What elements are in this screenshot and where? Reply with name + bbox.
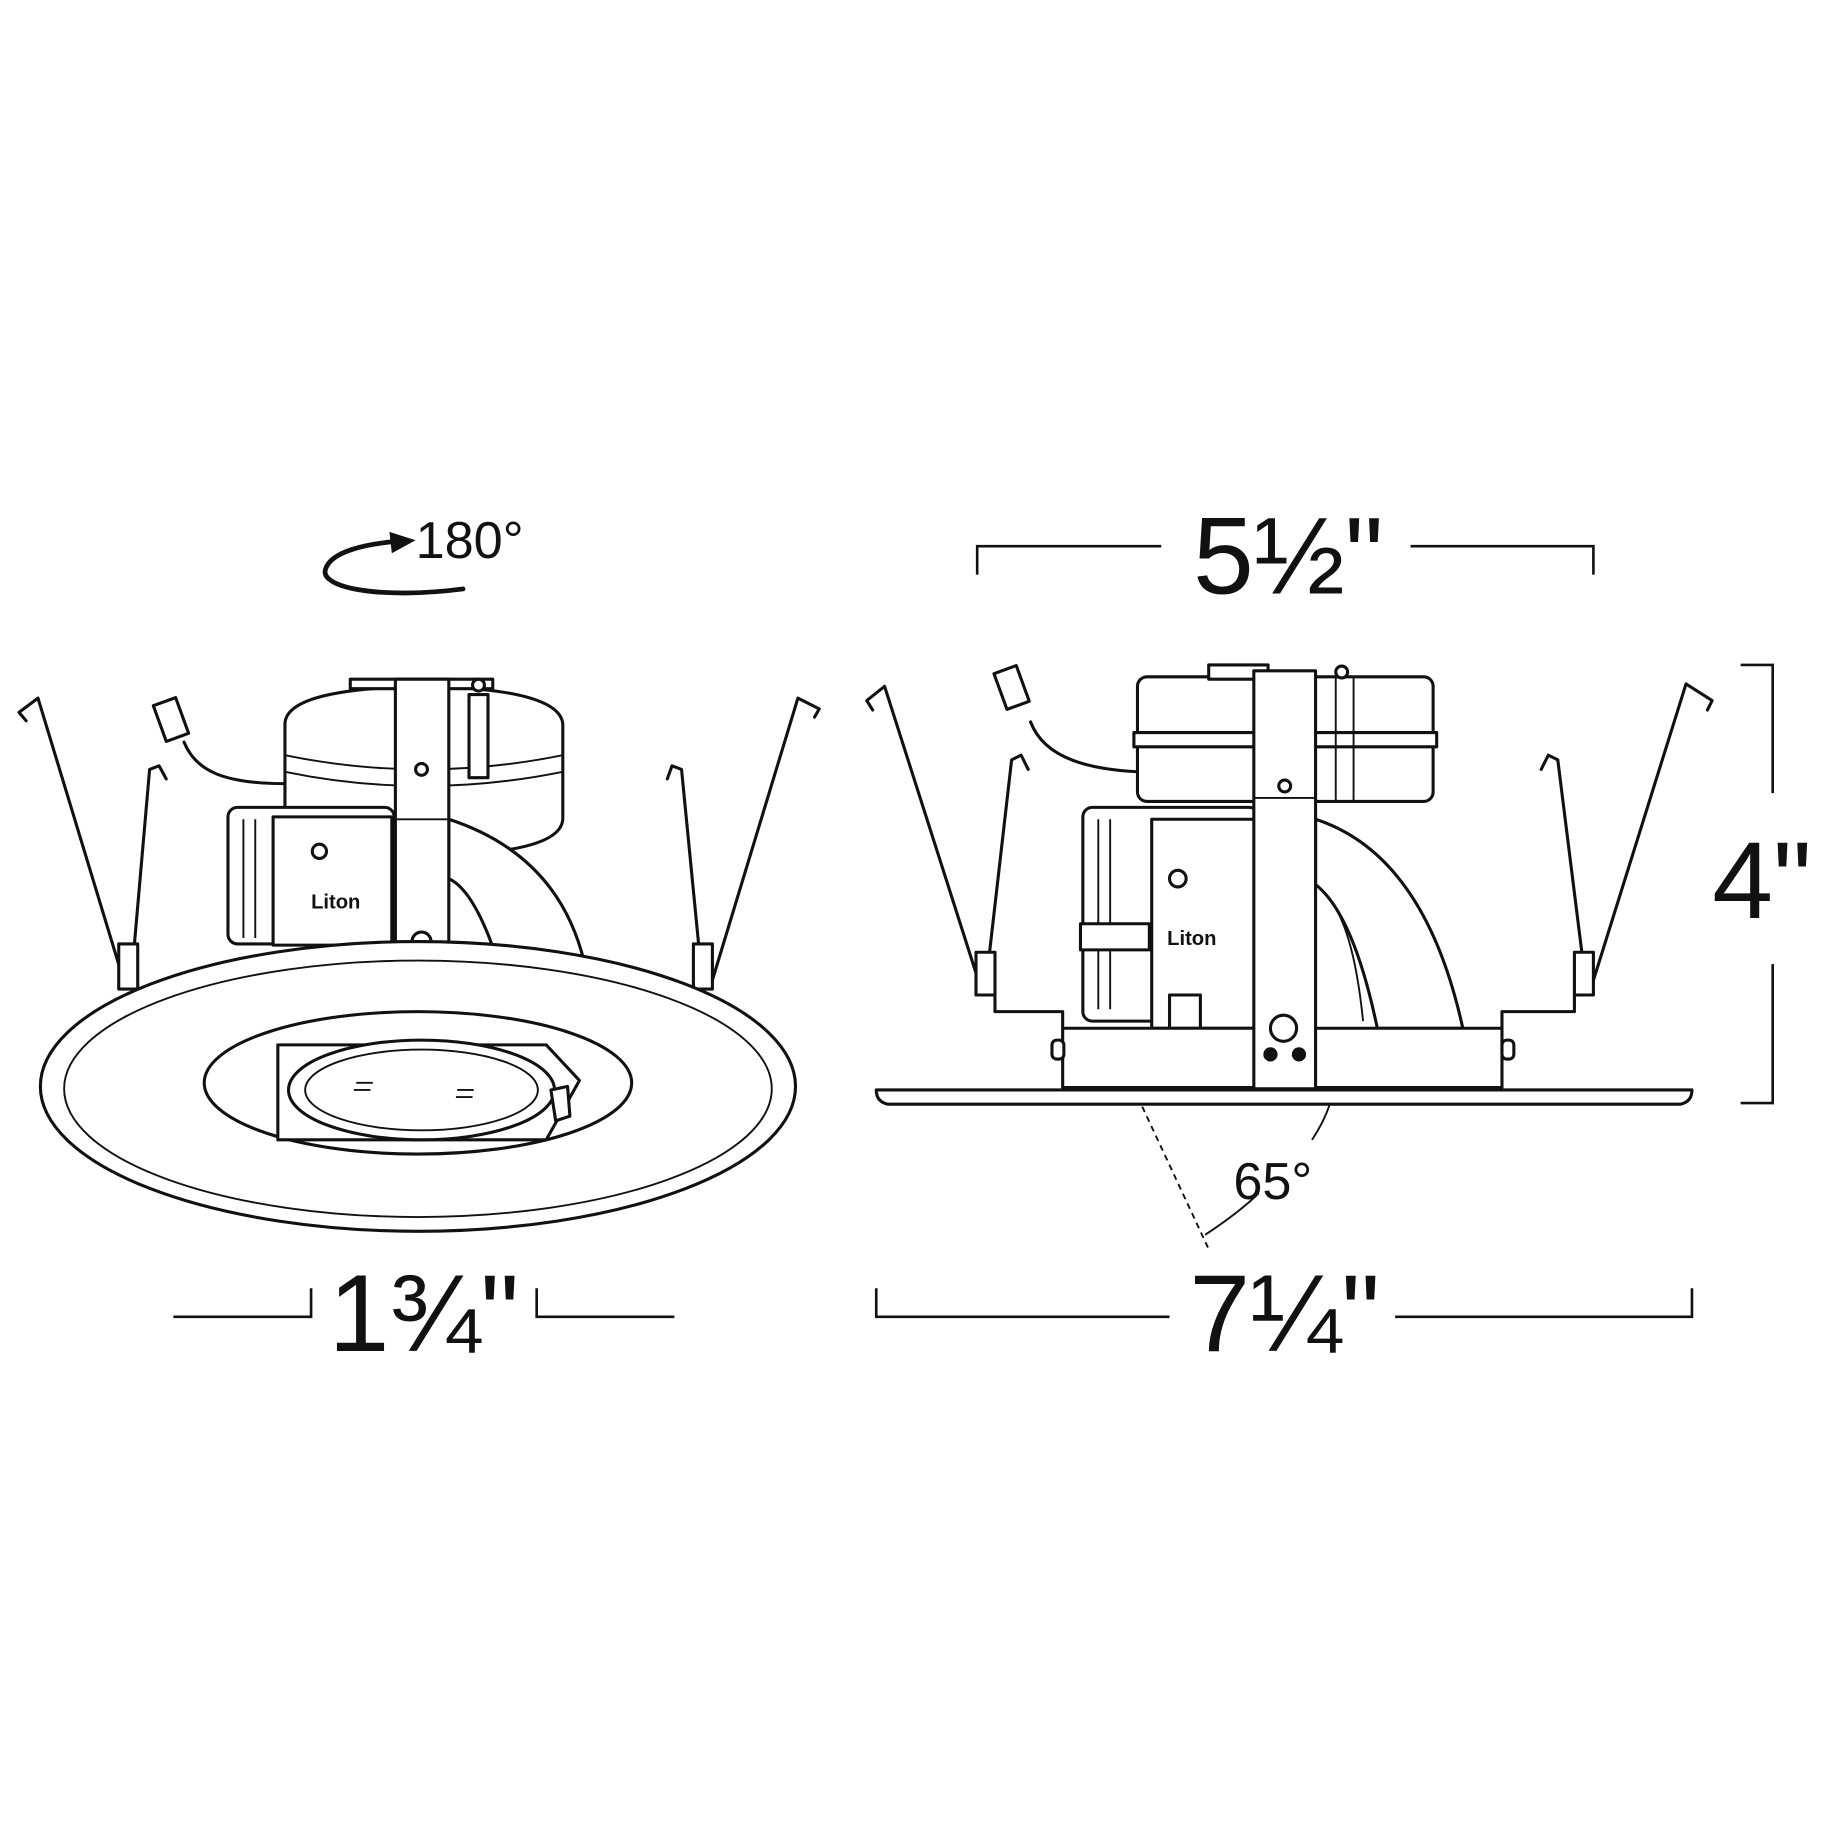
mounting-bracket	[1252, 669, 1318, 1091]
spring-clip-left	[17, 696, 168, 991]
wire-connector	[151, 696, 287, 786]
gimbal-arm	[1314, 817, 1465, 1030]
mounting-bracket	[393, 677, 451, 953]
trim-diameter-label: 7¼"	[1189, 1253, 1380, 1375]
spring-clip-right	[1500, 682, 1714, 1030]
right-fixture-view: 5½" 4"	[865, 496, 1812, 1375]
left-fixture-view: 180°	[17, 512, 821, 1375]
tilt-angle-indicator: 65°	[1141, 1103, 1331, 1250]
wire-connector	[992, 664, 1140, 774]
aperture-dimension-label: 1¾"	[329, 1253, 520, 1375]
spring-clip-right	[665, 696, 821, 991]
round-trim	[38, 940, 798, 1233]
trim-diameter-dimension: 7¼"	[874, 1253, 1694, 1375]
brand-logo: Liton	[311, 891, 360, 913]
housing-width-label: 5½"	[1193, 496, 1384, 618]
height-dimension: 4"	[1712, 663, 1812, 1105]
heat-sink: Liton	[1078, 805, 1261, 1030]
tilt-angle-label: 65°	[1233, 1153, 1312, 1211]
aperture-dimension: 1¾"	[173, 1253, 675, 1375]
trim-plate	[874, 1088, 1694, 1106]
spring-clip-left	[865, 684, 1065, 1030]
brand-logo: Liton	[1167, 928, 1216, 950]
rotation-arrow-icon	[322, 531, 466, 596]
heat-sink: Liton	[226, 805, 396, 947]
housing-width-dimension: 5½"	[975, 496, 1595, 618]
rotation-label: 180°	[416, 512, 524, 570]
height-label: 4"	[1712, 820, 1812, 942]
